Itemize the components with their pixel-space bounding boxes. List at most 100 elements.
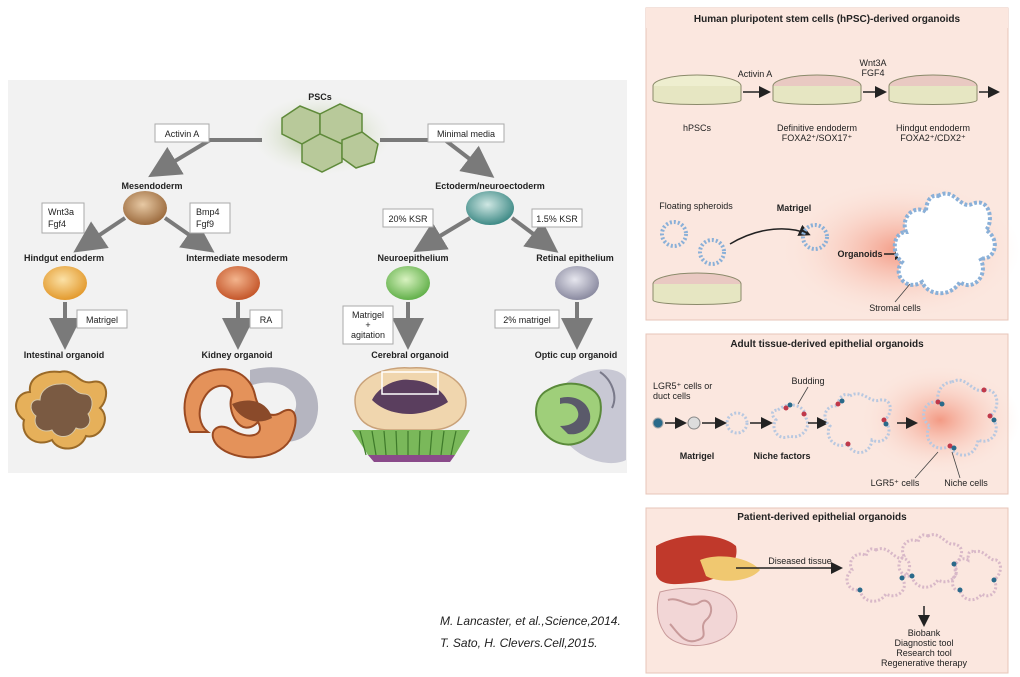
patient-organoid-cell-dots (857, 561, 997, 593)
definitive-endoderm-dish (772, 74, 862, 105)
mid-organoid (823, 392, 892, 454)
lineage-panel: PSCs Activin A Minimal media Mesendoderm… (8, 80, 627, 473)
neuro-label: Neuroepithelium (377, 253, 448, 263)
mesendoderm-label: Mesendoderm (121, 181, 182, 191)
kidney-organoid-label: Kidney organoid (201, 350, 272, 360)
intestinal-organoid-illustration (15, 370, 108, 450)
bmp4-label: Bmp4 (196, 207, 220, 217)
spheroid-dish (652, 272, 742, 305)
niche-cell-dots (787, 398, 997, 451)
two-percent-matrigel-label: 2% matrigel (503, 315, 551, 325)
retinal-cell (555, 266, 599, 300)
definitive-endoderm-label: Definitive endoderm (777, 123, 857, 133)
ksr20-label: 20% KSR (388, 214, 428, 224)
floating-spheroids-label: Floating spheroids (659, 201, 733, 211)
hindgut-label: Hindgut endoderm (24, 253, 104, 263)
cyst (725, 411, 749, 435)
budding-pointer (797, 386, 809, 405)
niche-factors-label: Niche factors (753, 451, 810, 461)
hpsc-title: Human pluripotent stem cells (hPSC)-deri… (694, 14, 961, 25)
hindgut-endoderm-dish (888, 74, 978, 105)
to-retinal-arrow (510, 216, 559, 253)
activin-a-label: Activin A (738, 69, 773, 79)
hindgut-cell (43, 266, 87, 300)
lgr5-cells-or-label: LGR5⁺ cells or (653, 381, 712, 391)
diseased-tissue-label: Diseased tissue (768, 556, 832, 566)
patient-panel: Patient-derived epithelial organoids Dis… (645, 507, 1009, 674)
cerebral-organoid-illustration (352, 367, 470, 462)
stromal-cells-label: Stromal cells (869, 303, 921, 313)
minimal-media-label: Minimal media (437, 129, 495, 139)
hpsc-title-bar (646, 8, 1008, 28)
niche-cells-label: Niche cells (944, 478, 988, 488)
ksr15-label: 1.5% KSR (536, 214, 578, 224)
fgf4-label: Fgf4 (48, 219, 66, 229)
minimal-media-box (427, 123, 505, 143)
duct-cells-label: duct cells (653, 391, 691, 401)
ra-box (249, 309, 283, 329)
adult-panel: Adult tissue-derived epithelial organoid… (645, 333, 1020, 495)
ksr15-box (531, 208, 583, 228)
pscs-label: PSCs (308, 92, 332, 102)
stem-cell-dots (783, 387, 993, 449)
matrigel-agitation-box (342, 305, 394, 345)
lgr5-cells-label: LGR5⁺ cells (871, 478, 920, 488)
to-intermediate-arrow (163, 216, 215, 253)
optic-cup-organoid-illustration (534, 369, 626, 464)
early-cyst (687, 416, 701, 430)
digestive-organs (656, 535, 760, 646)
mesendoderm-cell (123, 191, 167, 225)
cerebral-plus-label: + (365, 320, 370, 330)
two-percent-matrigel-box (494, 309, 560, 329)
bmp4-box (189, 202, 231, 234)
lgr5-pointer (914, 451, 939, 479)
matrigel-label-adult: Matrigel (680, 451, 715, 461)
activin-box (154, 123, 210, 143)
intermediate-label: Intermediate mesoderm (186, 253, 288, 263)
biobank-label: Biobank (908, 628, 941, 638)
research-tool-label: Research tool (896, 648, 952, 658)
intestinal-organoid-label: Intestinal organoid (24, 350, 105, 360)
neuro-cell (386, 266, 430, 300)
niche-pointer (951, 451, 961, 479)
organoids-label: Organoids (837, 249, 882, 259)
patient-organoids (845, 533, 1002, 603)
cerebral-matrigel-label: Matrigel (352, 310, 384, 320)
matrigel-label-hpsc: Matrigel (777, 203, 812, 213)
to-hindgut-arrow (73, 216, 127, 253)
fgf4-label-right: FGF4 (861, 68, 884, 78)
citation-sato: T. Sato, H. Clevers.Cell,2015. (440, 636, 598, 650)
retinal-label: Retinal epithelium (536, 253, 614, 263)
adult-glow (860, 365, 1020, 475)
optic-organoid-label: Optic cup organoid (535, 350, 618, 360)
spheroids (660, 220, 726, 266)
ectoderm-label: Ectoderm/neuroectoderm (435, 181, 545, 191)
pscs-cells (281, 103, 379, 173)
cerebral-organoid-label: Cerebral organoid (371, 350, 449, 360)
single-stem-cell (652, 417, 664, 429)
cerebral-agitation-label: agitation (351, 330, 385, 340)
budding-label: Budding (791, 376, 824, 386)
hindgut-endoderm-label-right: Hindgut endoderm (896, 123, 970, 133)
regenerative-therapy-label: Regenerative therapy (881, 658, 968, 668)
large-organoid (892, 191, 997, 296)
matrigel-box (76, 309, 128, 329)
wnt3a-label: Wnt3a (48, 207, 74, 217)
ra-label: RA (260, 315, 273, 325)
activin-label: Activin A (165, 129, 200, 139)
adult-title: Adult tissue-derived epithelial organoid… (730, 339, 924, 350)
activin-arrow (148, 138, 262, 178)
stromal-pointer (894, 283, 911, 303)
patient-title: Patient-derived epithelial organoids (737, 512, 907, 523)
intermediate-cell (216, 266, 260, 300)
hpscs-label: hPSCs (683, 123, 712, 133)
matrigel-label: Matrigel (86, 315, 118, 325)
hpsc-dish (652, 74, 742, 105)
diagnostic-tool-label: Diagnostic tool (894, 638, 953, 648)
embedded-spheroid (801, 223, 829, 251)
mature-organoid (922, 378, 999, 457)
foxa2-cdx2-label: FOXA2⁺/CDX2⁺ (900, 133, 966, 143)
fgf9-label: Fgf9 (196, 219, 214, 229)
to-neuro-arrow (413, 216, 472, 253)
